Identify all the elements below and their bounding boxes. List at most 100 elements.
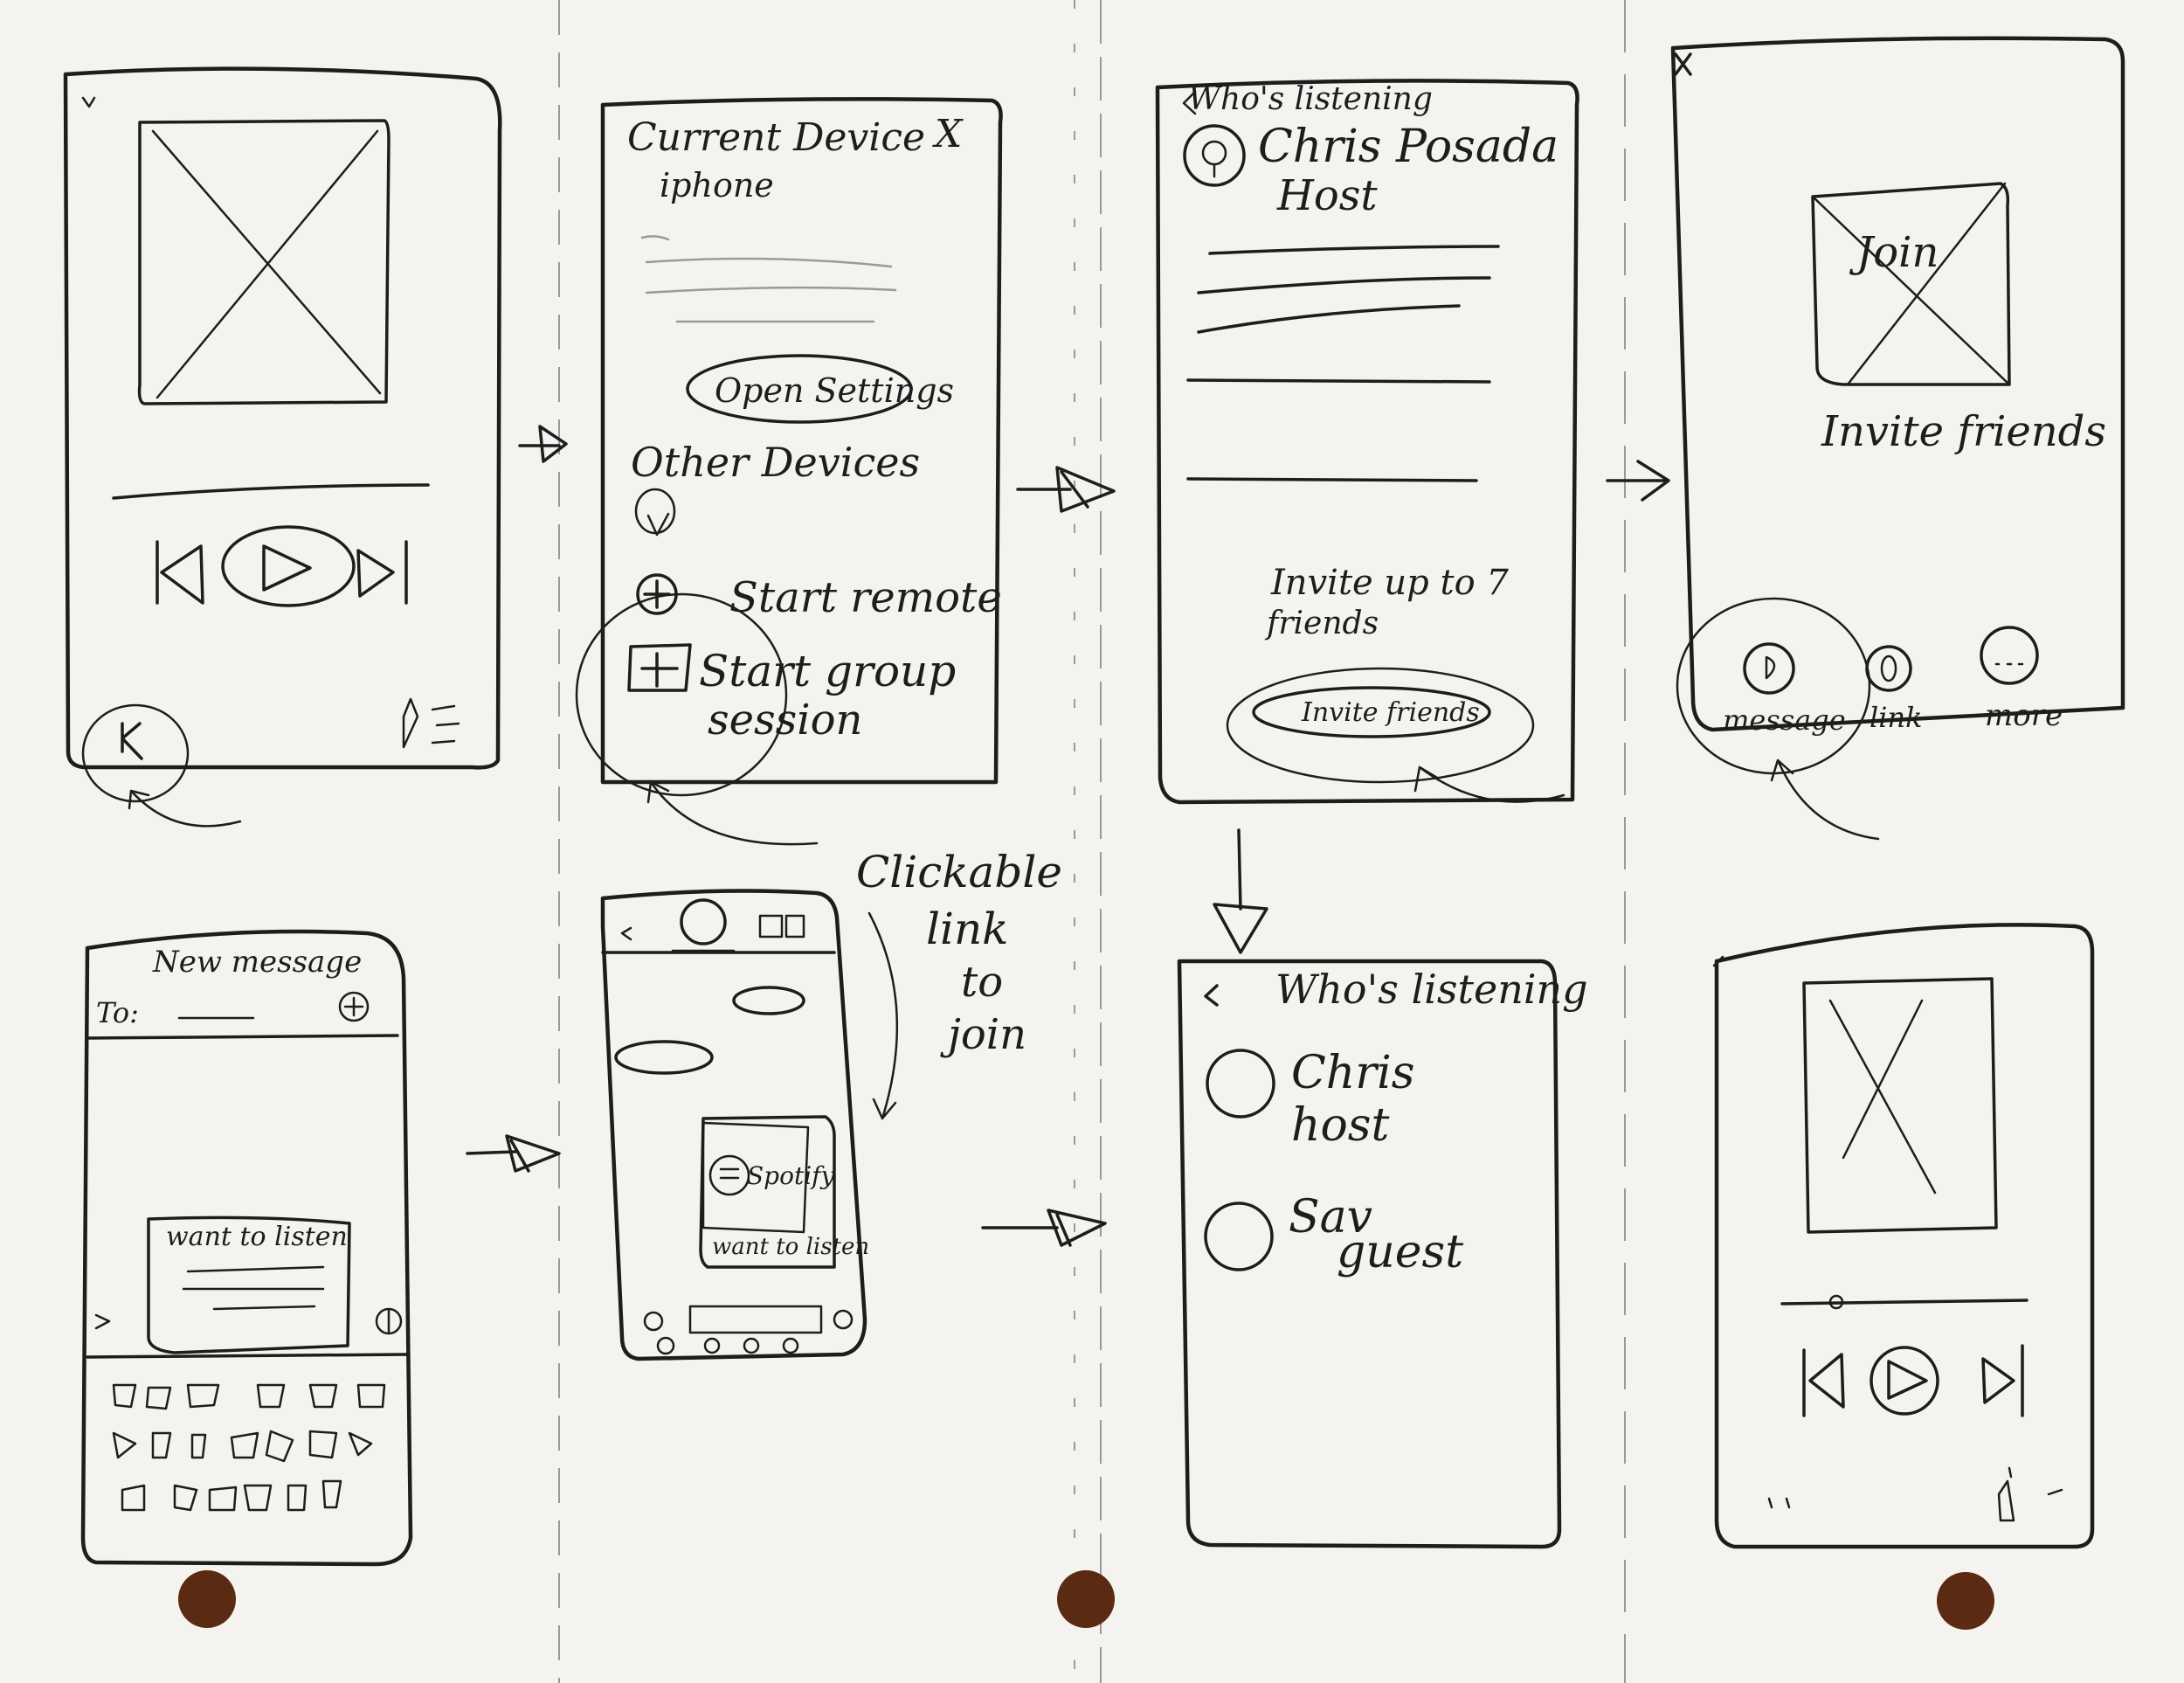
open-settings-button[interactable]: Open Settings bbox=[686, 354, 954, 424]
listener-name: Sav bbox=[1289, 1191, 1372, 1243]
push-pin bbox=[178, 1570, 236, 1628]
next-icon[interactable] bbox=[1981, 1344, 2024, 1417]
push-pin bbox=[1057, 1570, 1115, 1628]
playback-controls bbox=[156, 525, 408, 607]
keyboard[interactable] bbox=[112, 1383, 386, 1512]
screen-now-playing bbox=[63, 66, 502, 828]
share-label-more: more bbox=[1985, 698, 2063, 733]
push-pin bbox=[1937, 1572, 1994, 1630]
devices-icon[interactable] bbox=[1767, 1497, 1791, 1509]
listener-role: guest bbox=[1337, 1226, 1463, 1278]
invite-note-2: friends bbox=[1264, 606, 1379, 641]
listener-row: Chris host bbox=[1206, 1047, 1414, 1152]
share-label-link: link bbox=[1870, 701, 1922, 734]
video-call-icon[interactable] bbox=[758, 914, 805, 938]
screen-now-playing-group bbox=[1712, 923, 2095, 1549]
chat-input[interactable] bbox=[688, 1305, 823, 1334]
join-label: Join bbox=[1849, 228, 1939, 277]
invite-friends-button[interactable]: Invite friends bbox=[1226, 667, 1535, 784]
to-label: To: bbox=[96, 996, 139, 1029]
current-device-title: Current Device bbox=[627, 115, 925, 160]
screen-invite-share: Join Invite friends message link more bbox=[1670, 36, 2125, 841]
flow-arrow-5 bbox=[981, 1209, 1107, 1247]
open-settings-label: Open Settings bbox=[715, 371, 954, 410]
back-icon[interactable] bbox=[1204, 984, 1219, 1007]
play-button[interactable] bbox=[221, 525, 356, 607]
annotation-line-3: to bbox=[961, 958, 1003, 1007]
flow-arrow-2 bbox=[1016, 466, 1116, 513]
send-button[interactable] bbox=[375, 1307, 403, 1335]
header-divider bbox=[86, 1034, 399, 1040]
annotation-clickable-link: Clickable link to join bbox=[856, 847, 1062, 1120]
start-group-session-item[interactable]: Start group session bbox=[575, 592, 956, 797]
close-icon[interactable] bbox=[1674, 52, 1692, 76]
screen-new-message: New message To: want to listen bbox=[80, 929, 413, 1567]
listener-row: Sav guest bbox=[1204, 1191, 1463, 1278]
back-icon[interactable] bbox=[1182, 90, 1197, 115]
avatar bbox=[1204, 1202, 1274, 1271]
start-remote-item[interactable]: Start remote bbox=[636, 573, 1002, 622]
share-option-message[interactable]: message bbox=[1676, 597, 1871, 775]
join-art-placeholder: Join bbox=[1811, 182, 2011, 386]
start-group-label: Start group bbox=[699, 646, 956, 696]
host-avatar bbox=[1183, 124, 1246, 187]
tap-arrow-3 bbox=[1413, 765, 1565, 803]
invite-title: Invite friends bbox=[1821, 407, 2106, 456]
invite-button-label: Invite friends bbox=[1301, 697, 1480, 728]
push-pins bbox=[178, 1570, 1994, 1630]
next-icon[interactable] bbox=[356, 540, 408, 605]
share-option-link[interactable]: link bbox=[1865, 645, 1922, 734]
play-button[interactable] bbox=[1870, 1346, 1939, 1416]
share-label-message: message bbox=[1723, 703, 1846, 737]
other-devices-label: Other Devices bbox=[631, 439, 920, 486]
flow-arrow-down bbox=[1213, 828, 1268, 954]
header-title: Who's listening bbox=[1275, 966, 1588, 1013]
link-preview-card[interactable]: want to listen bbox=[147, 1216, 351, 1354]
contact-avatar bbox=[680, 898, 727, 945]
new-message-title: New message bbox=[152, 945, 362, 980]
speaker-icon[interactable] bbox=[634, 488, 676, 537]
screen-chat: Spotify want to listen bbox=[600, 889, 869, 1361]
host-name: Chris Posada bbox=[1258, 121, 1559, 173]
avatar bbox=[1206, 1049, 1275, 1119]
album-art-placeholder bbox=[137, 119, 390, 405]
devices-button[interactable] bbox=[81, 703, 190, 803]
corner-mark bbox=[81, 96, 96, 108]
spotify-link-card[interactable]: Spotify want to listen bbox=[699, 1115, 869, 1269]
tap-arrow bbox=[128, 789, 242, 828]
host-role: Host bbox=[1276, 171, 1378, 220]
spotify-logo bbox=[708, 1154, 750, 1196]
progress-bar[interactable] bbox=[1780, 1294, 2028, 1310]
screen-whos-listening-guest: Who's listening Chris host Sav guest bbox=[1177, 959, 1588, 1549]
annotation-line-1: Clickable bbox=[856, 847, 1062, 897]
share-option-more[interactable]: more bbox=[1980, 626, 2063, 733]
start-remote-label: Start remote bbox=[729, 573, 1002, 622]
app-tray bbox=[643, 1309, 854, 1355]
listener-role: host bbox=[1291, 1099, 1389, 1152]
device-name: iphone bbox=[660, 166, 774, 204]
screen-current-device: Current Device iphone X Open Settings Ot… bbox=[575, 97, 1003, 846]
flow-arrow-4 bbox=[466, 1134, 561, 1173]
sent-bubble bbox=[614, 1040, 714, 1075]
expand-icon[interactable] bbox=[94, 1313, 111, 1330]
like-icon[interactable] bbox=[402, 697, 460, 749]
like-icon[interactable] bbox=[1997, 1466, 2063, 1522]
previous-icon[interactable] bbox=[156, 540, 204, 605]
back-icon[interactable] bbox=[620, 926, 632, 941]
close-icon[interactable]: X bbox=[932, 112, 964, 156]
description-lines bbox=[640, 235, 897, 323]
playback-controls bbox=[1802, 1344, 2024, 1417]
annotation-line-4: join bbox=[940, 1010, 1026, 1059]
album-art-placeholder bbox=[1802, 977, 1998, 1234]
annotation-line-2: link bbox=[926, 904, 1008, 954]
received-bubble bbox=[732, 986, 805, 1015]
progress-bar[interactable] bbox=[112, 483, 430, 500]
header-title: Who's listening bbox=[1188, 81, 1433, 117]
spotify-badge: Spotify bbox=[747, 1161, 836, 1190]
invite-note-1: Invite up to 7 bbox=[1270, 563, 1509, 603]
listener-name: Chris bbox=[1291, 1047, 1414, 1099]
add-recipient-icon[interactable] bbox=[338, 991, 370, 1022]
corner-mark bbox=[1712, 955, 1724, 967]
previous-icon[interactable] bbox=[1802, 1348, 1845, 1417]
